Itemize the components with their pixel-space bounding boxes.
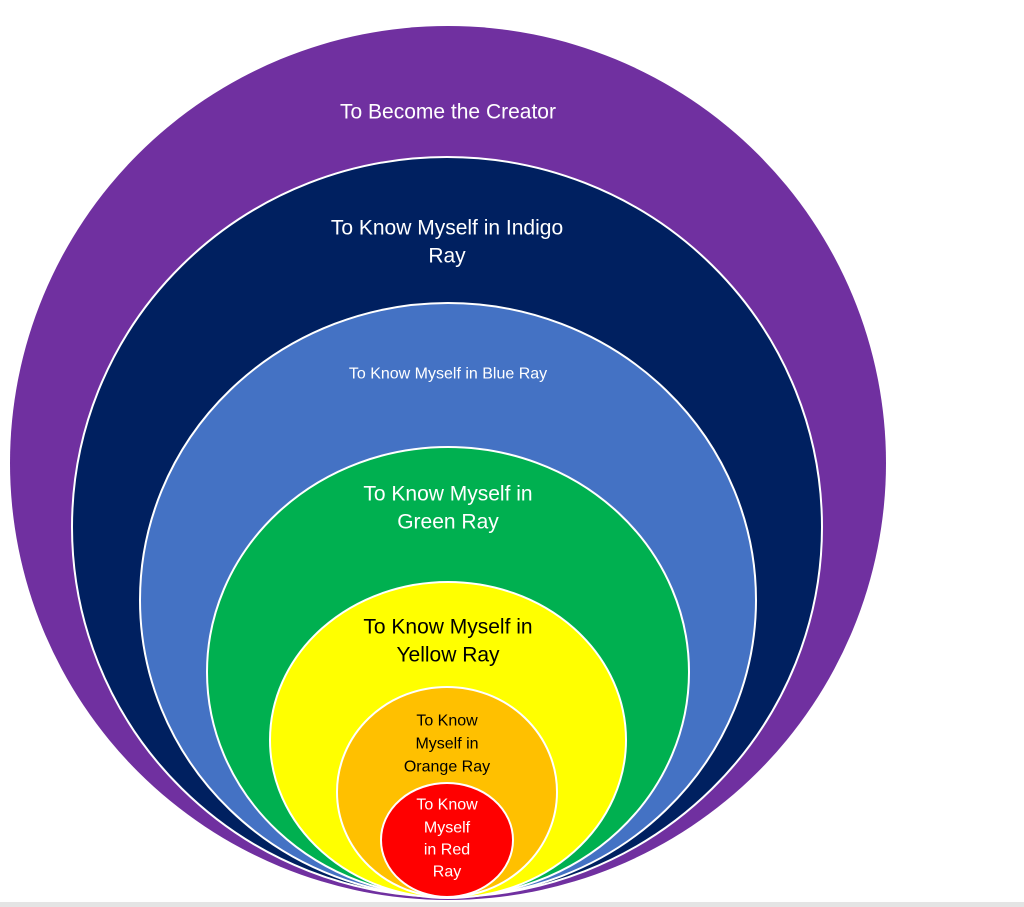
ring-label-creator: To Become the Creator: [340, 100, 556, 123]
ring-red: [380, 782, 514, 898]
ring-label-red: Myself: [424, 820, 471, 837]
bottom-divider: [0, 902, 1024, 907]
ring-label-yellow: To Know Myself in: [363, 615, 532, 638]
ring-label-green: To Know Myself in: [363, 482, 532, 505]
ring-label-indigo: Ray: [428, 244, 466, 267]
ring-label-red: in Red: [424, 842, 470, 859]
ring-label-red: Ray: [433, 864, 461, 881]
ring-label-orange: Myself in: [415, 736, 478, 753]
ring-label-red: To Know: [416, 797, 478, 814]
ring-label-green: Green Ray: [397, 510, 499, 533]
ring-label-orange: Orange Ray: [404, 759, 490, 776]
ring-label-yellow: Yellow Ray: [396, 643, 500, 666]
ring-label-indigo: To Know Myself in Indigo: [331, 216, 563, 239]
ring-label-orange: To Know: [416, 713, 478, 730]
ring-label-blue: To Know Myself in Blue Ray: [349, 366, 547, 383]
